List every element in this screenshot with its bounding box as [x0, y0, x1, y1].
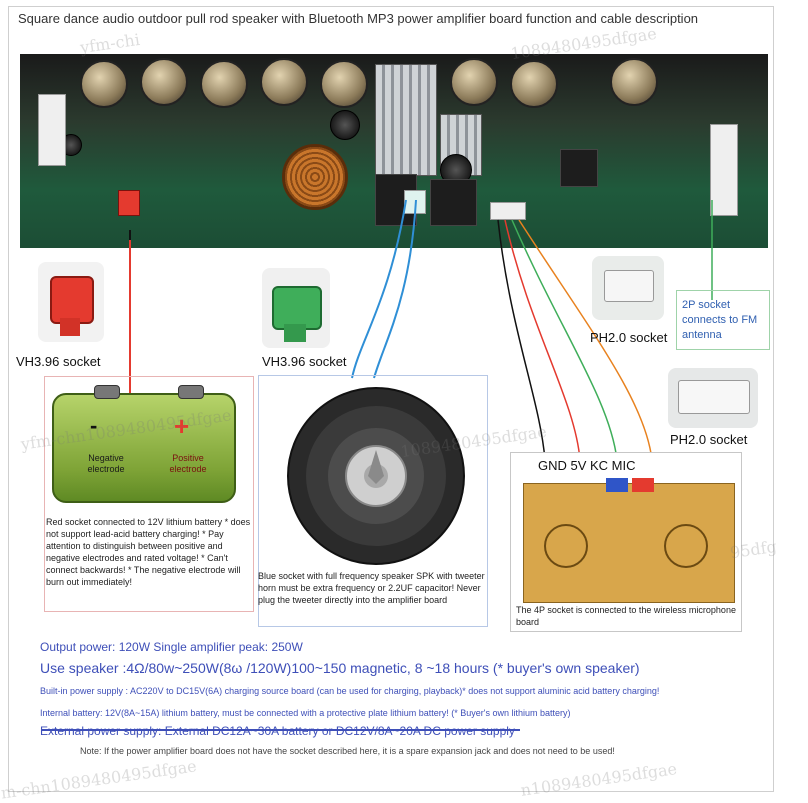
potentiometer-knob [320, 60, 368, 108]
wireless-mic-board-photo [523, 478, 735, 603]
mic-4p-connector [490, 202, 526, 220]
potentiometer-knob [450, 58, 498, 106]
spec-note: Note: If the power amplifier board does … [80, 746, 615, 756]
socket-label-vh396-left: VH3.96 socket [16, 354, 101, 369]
page-title: Square dance audio outdoor pull rod spea… [18, 11, 699, 26]
speaker-illustration [287, 387, 465, 565]
red-socket-photo [38, 262, 104, 342]
red-vh396-connector [118, 190, 140, 216]
socket-label-vh396-right: VH3.96 socket [262, 354, 347, 369]
capacitor [330, 110, 360, 140]
potentiometer-knob [200, 60, 248, 108]
spec-output-power: Output power: 120W Single amplifier peak… [40, 640, 303, 654]
white-connector [710, 124, 738, 216]
spec-built-in-power: Built-in power supply : AC220V to DC15V(… [40, 686, 660, 696]
mic-panel [510, 452, 742, 632]
potentiometer-knob [510, 60, 558, 108]
negative-terminal [94, 385, 120, 399]
battery-illustration: - + Negative electrode Positive electrod… [52, 385, 236, 503]
negative-electrode-label: Negative electrode [87, 453, 125, 474]
mic-socket-note: The 4P socket is connected to the wirele… [516, 605, 736, 627]
heatsink [375, 64, 437, 176]
potentiometer-knob [260, 58, 308, 106]
white-connector [38, 94, 66, 166]
ph20-socket-photo-top [592, 256, 664, 320]
fm-antenna-note-box [676, 290, 770, 350]
mic-pin-header-label: GND 5V KC MIC [538, 458, 636, 473]
spec-speaker: Use speaker :4Ω/80w~250W(8ω /120W)100~15… [40, 660, 640, 676]
socket-label-ph20-top: PH2.0 socket [590, 330, 668, 345]
battery-panel [44, 376, 254, 612]
positive-terminal [178, 385, 204, 399]
toroid-inductor [282, 144, 348, 210]
blue-vh396-connector [404, 190, 426, 214]
chip [560, 149, 598, 187]
spec-external-power: External power supply: External DC12A~30… [40, 724, 515, 738]
minus-sign: - [90, 413, 98, 438]
spec-internal-battery: Internal battery: 12V(8A~15A) lithium ba… [40, 708, 571, 718]
blue-socket-note: Blue socket with full frequency speaker … [258, 571, 485, 605]
ph20-socket-photo-bottom [668, 368, 758, 428]
green-socket-photo [262, 268, 330, 348]
potentiometer-knob [610, 58, 658, 106]
speaker-panel [258, 375, 488, 627]
fm-antenna-note: 2P socket connects to FM antenna [682, 299, 758, 341]
positive-electrode-label: Positive electrode [169, 453, 207, 474]
potentiometer-knob [80, 60, 128, 108]
potentiometer-knob [140, 58, 188, 106]
plus-sign: + [174, 411, 190, 441]
amplifier-board-photo [20, 54, 768, 248]
red-socket-note: Red socket connected to 12V lithium batt… [46, 517, 251, 587]
chip [430, 179, 477, 226]
socket-label-ph20-bottom: PH2.0 socket [670, 432, 748, 447]
